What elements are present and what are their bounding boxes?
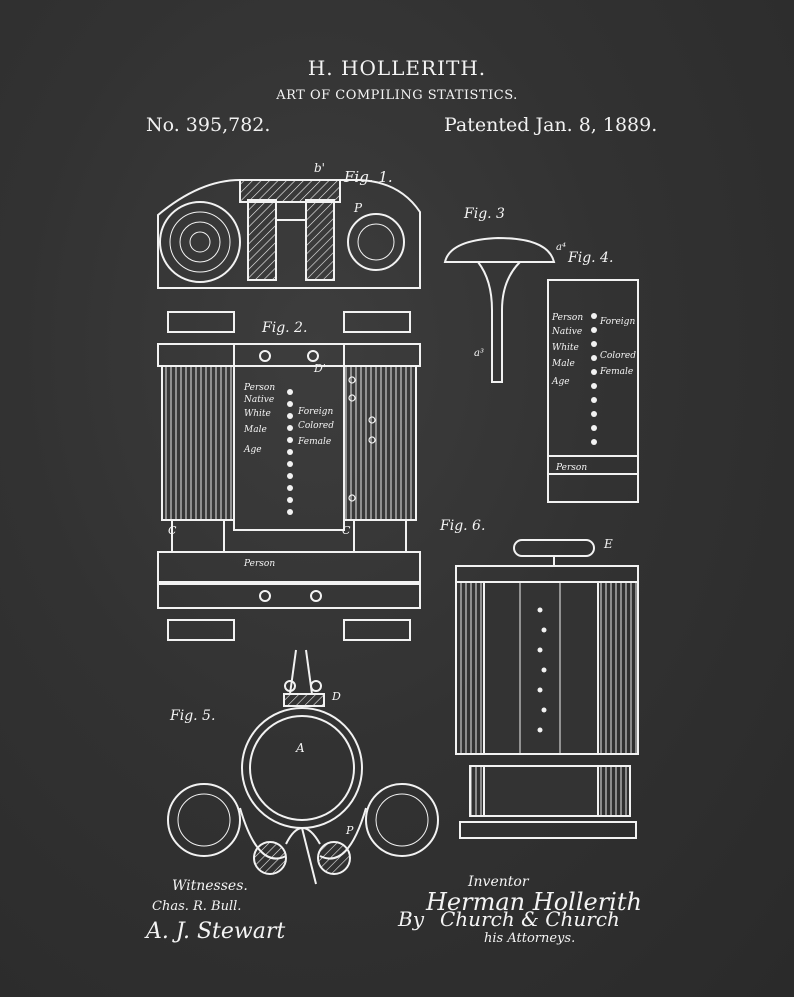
ref-a: A <box>295 741 305 755</box>
card-label-foreign: Foreign <box>297 407 333 417</box>
figure-2 <box>157 311 421 641</box>
fig4-label: Fig. 4. <box>567 250 613 266</box>
figure-4 <box>547 279 639 503</box>
ref-p: P <box>353 201 363 215</box>
card-label-age: Age <box>243 445 262 455</box>
attorneys-signature: Church & Church <box>440 907 620 931</box>
witness-signature-1: Chas. R. Bull. <box>152 899 241 914</box>
patent-date: Patented Jan. 8, 1889. <box>444 114 658 136</box>
witness-signature-2: A. J. Stewart <box>144 919 285 944</box>
attorneys-label: his Attorneys. <box>484 931 575 946</box>
card-label-colored: Colored <box>298 421 334 431</box>
ref-c-right: C <box>342 524 351 537</box>
ref-d1: D' <box>313 362 326 375</box>
fig4-label-person-bottom: Person <box>555 463 587 473</box>
by-word: By <box>397 907 425 931</box>
patent-number: No. 395,782. <box>146 114 271 136</box>
ref-b1: b' <box>314 161 325 175</box>
fig2-label: Fig. 2. <box>261 320 307 336</box>
card-label-male: Male <box>243 425 267 435</box>
ref-a3: a³ <box>474 348 484 359</box>
card-label-person: Person <box>243 383 275 393</box>
fig6-label: Fig. 6. <box>439 518 485 534</box>
ref-c-left: C <box>168 524 177 537</box>
fig4-label-person: Person <box>551 313 583 323</box>
fig4-label-female: Female <box>599 367 633 377</box>
figure-5 <box>167 649 439 885</box>
ref-d: D <box>331 690 341 703</box>
inventor-label: Inventor <box>467 874 530 890</box>
fig4-label-white: White <box>552 343 579 353</box>
figure-6 <box>455 539 639 839</box>
figure-3 <box>443 236 556 383</box>
fig4-label-age: Age <box>551 377 570 387</box>
ref-e: E <box>603 537 613 551</box>
ref-b: P <box>345 824 354 837</box>
patent-title: ART OF COMPILING STATISTICS. <box>276 88 518 103</box>
fig4-label-colored: Colored <box>600 351 636 361</box>
fig4-label-foreign: Foreign <box>599 317 635 327</box>
figure-1 <box>157 179 421 289</box>
card-label-white: White <box>244 409 271 419</box>
fig1-label: Fig. 1. <box>343 168 393 186</box>
fig4-label-native: Native <box>551 327 582 337</box>
inventor-signature: Herman Hollerith <box>425 888 642 916</box>
card-label-female: Female <box>297 437 331 447</box>
card-label-person-bottom: Person <box>243 559 275 569</box>
fig5-label: Fig. 5. <box>169 708 215 724</box>
inventor-name: H. HOLLERITH. <box>307 56 487 80</box>
fig3-label: Fig. 3 <box>463 206 505 222</box>
witnesses-label: Witnesses. <box>172 878 248 894</box>
card-label-native: Native <box>243 395 274 405</box>
fig4-label-male: Male <box>551 359 575 369</box>
ref-a4: a⁴ <box>556 242 566 253</box>
